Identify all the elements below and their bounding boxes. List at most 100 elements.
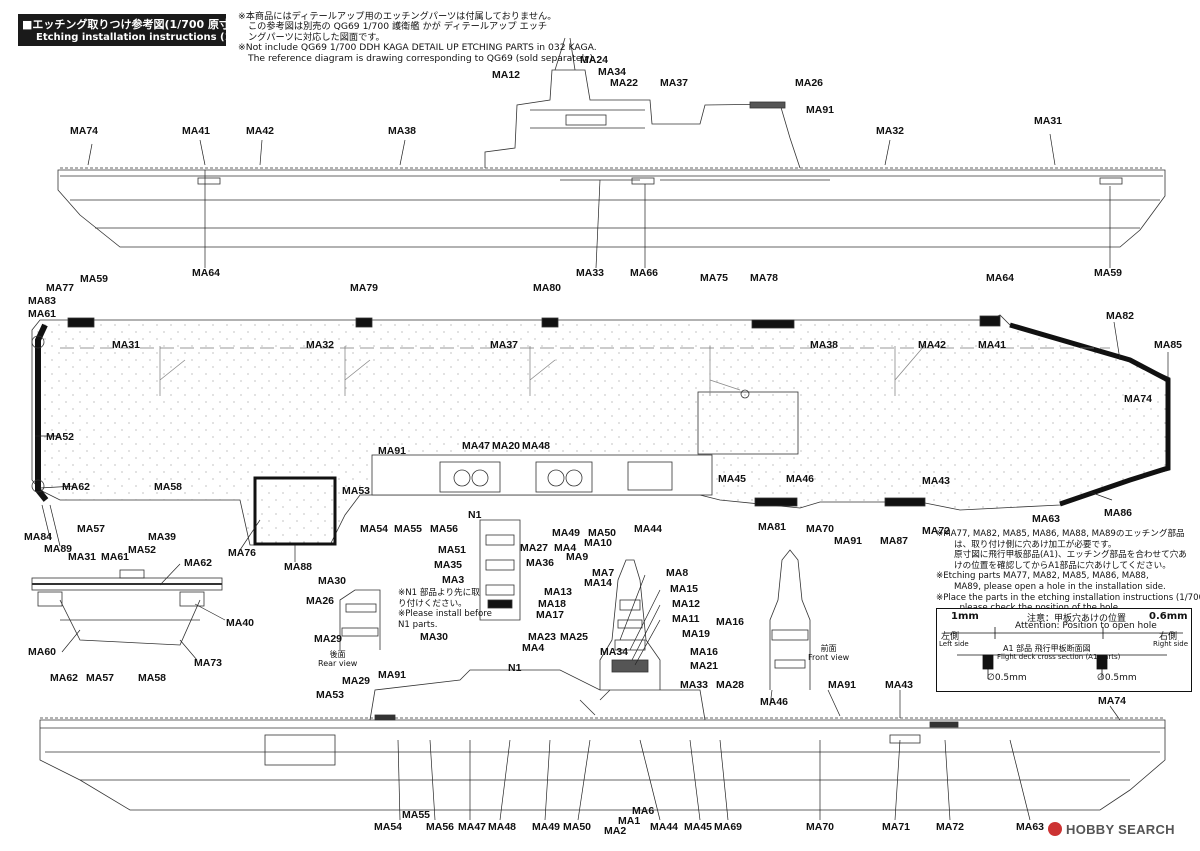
part-label: MA71 xyxy=(882,821,911,833)
part-label: MA25 xyxy=(560,631,589,643)
top-side-view xyxy=(57,37,1166,248)
front-view-en: Front view xyxy=(808,653,850,662)
part-label: MA10 xyxy=(584,537,613,549)
part-label: MA61 xyxy=(101,551,130,563)
instruction-header: ■エッチング取りつけ参考図(1/700 原寸) Etching installa… xyxy=(18,14,293,46)
part-label: MA30 xyxy=(420,631,449,643)
part-label: MA41 xyxy=(182,125,211,137)
hole-position-legend: 1mm 0.6mm 注意：甲板穴あけの位置 Attention: Positio… xyxy=(936,608,1192,692)
leader-lines xyxy=(35,133,1169,821)
part-label: MA89 xyxy=(44,543,73,555)
part-label: MA74 xyxy=(70,125,99,137)
part-label: MA54 xyxy=(374,821,403,833)
part-label: MA47 xyxy=(462,440,491,452)
front-view-jp: 前面 xyxy=(820,644,837,653)
part-label: MA4 xyxy=(522,642,545,654)
part-label: MA81 xyxy=(758,521,787,533)
legend-hole-left: ∅0.5mm xyxy=(987,673,1027,683)
part-label: MA57 xyxy=(86,672,115,684)
note-line: ※Etching parts MA77, MA82, MA85, MA86, M… xyxy=(936,571,1149,582)
part-label: MA53 xyxy=(342,485,371,497)
part-label: MA59 xyxy=(1094,267,1123,279)
note-line: MA89, please open a hole in the installa… xyxy=(954,581,1166,592)
bottom-side-view xyxy=(39,669,1166,811)
part-label: MA2 xyxy=(604,825,627,837)
part-label: MA7 xyxy=(592,567,615,579)
part-label: MA84 xyxy=(24,531,53,543)
rear-view-label: 後面 Rear view xyxy=(318,650,357,668)
legend-title-en: Attention: Position to open hole xyxy=(1015,621,1157,631)
part-label: MA48 xyxy=(488,821,517,833)
part-label: MA14 xyxy=(584,577,613,589)
part-label: MA59 xyxy=(80,273,109,285)
part-label: MA43 xyxy=(885,679,914,691)
part-label: MA56 xyxy=(430,523,459,535)
part-label: MA49 xyxy=(552,527,581,539)
part-label: MA54 xyxy=(360,523,389,535)
part-label: MA31 xyxy=(1034,115,1063,127)
watermark: HOBBY SEARCH xyxy=(1048,822,1175,837)
part-label: MA91 xyxy=(378,445,407,457)
part-label: MA79 xyxy=(350,282,379,294)
note-line: この参考図は別売の QG69 1/700 護衛艦 かが ディテールアップ エッチ xyxy=(248,21,548,33)
part-label: MA37 xyxy=(660,77,689,89)
part-label: MA57 xyxy=(77,523,106,535)
part-label: MA33 xyxy=(680,679,709,691)
part-label: MA1 xyxy=(618,815,641,827)
part-label: MA13 xyxy=(544,586,573,598)
part-label: MA46 xyxy=(760,696,789,708)
watermark-text: HOBBY SEARCH xyxy=(1066,822,1175,837)
legend-right-size: 0.6mm xyxy=(1149,611,1188,622)
legend-left-en: Left side xyxy=(939,640,969,648)
part-label: MA74 xyxy=(1124,393,1153,405)
part-label: MA34 xyxy=(600,646,629,658)
part-label: MA52 xyxy=(46,431,75,443)
part-label: MA66 xyxy=(630,267,659,279)
part-label: N1 xyxy=(508,662,522,674)
part-label: MA83 xyxy=(28,295,57,307)
rear-view-en: Rear view xyxy=(318,659,358,668)
island-detail xyxy=(339,519,811,690)
part-label: MA72 xyxy=(922,525,951,537)
legend-title-jp: 注意：甲板穴あけの位置 xyxy=(1027,614,1127,624)
note-line: N1 parts. xyxy=(398,619,438,630)
hobby-search-logo-icon xyxy=(1048,822,1062,836)
part-label: MA32 xyxy=(876,125,905,137)
part-label: MA43 xyxy=(922,475,951,487)
part-label: MA34 xyxy=(598,66,627,78)
part-label: MA52 xyxy=(128,544,157,556)
part-label: MA21 xyxy=(690,660,719,672)
right-notes: ※MA77, MA82, MA85, MA86, MA88, MA89のエッチン… xyxy=(936,529,1200,614)
part-label: MA19 xyxy=(682,628,711,640)
note-line: ※Please install before xyxy=(398,609,492,619)
part-label: MA18 xyxy=(538,598,567,610)
part-label: MA37 xyxy=(490,339,519,351)
part-label: MA9 xyxy=(566,551,589,563)
header-title-en: Etching installation instructions (1/700… xyxy=(36,32,293,43)
legend-right-en: Right side xyxy=(1153,640,1188,648)
note-line: ※Not include QG69 1/700 DDH KAGA DETAIL … xyxy=(238,42,597,54)
part-label: N1 xyxy=(468,509,482,521)
part-label: MA60 xyxy=(28,646,57,658)
part-label: MA69 xyxy=(714,821,743,833)
part-label: MA86 xyxy=(1104,507,1133,519)
part-label: MA29 xyxy=(342,675,371,687)
note-line: は、取り付け側に穴あけ加工が必要です。 xyxy=(954,539,1117,550)
part-label: MA45 xyxy=(718,473,747,485)
part-label: MA72 xyxy=(936,821,965,833)
part-label: MA63 xyxy=(1032,513,1061,525)
part-label: MA58 xyxy=(154,481,183,493)
note-line: ※本商品にはディテールアップ用のエッチングパーツは付属しておりません。 xyxy=(238,11,557,22)
part-label: MA62 xyxy=(62,481,91,493)
part-label: MA61 xyxy=(28,308,57,320)
note-line: The reference diagram is drawing corresp… xyxy=(248,52,597,64)
part-label: MA29 xyxy=(314,633,343,645)
part-label: MA91 xyxy=(806,104,835,116)
part-label: MA63 xyxy=(1016,821,1045,833)
legend-left-jp: 左側 xyxy=(941,632,960,642)
part-label: MA42 xyxy=(918,339,947,351)
legend-left-size: 1mm xyxy=(951,611,979,622)
part-label: MA70 xyxy=(806,821,835,833)
part-label: MA12 xyxy=(492,69,521,81)
